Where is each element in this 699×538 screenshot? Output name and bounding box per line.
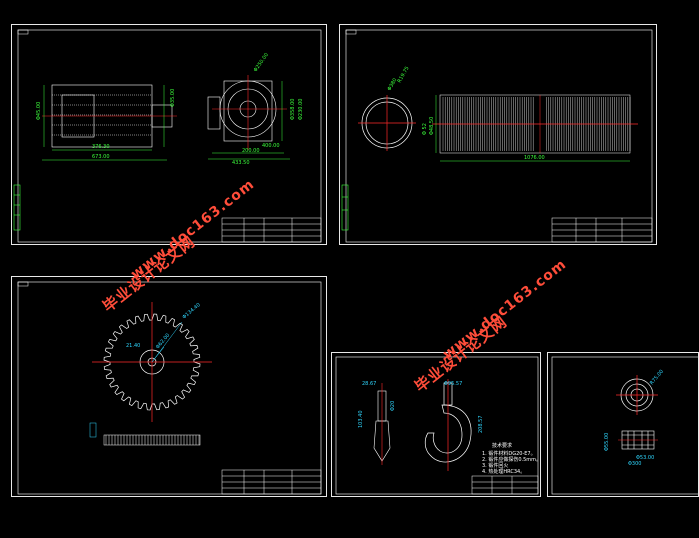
motor-dim-flange: Φ250.00 bbox=[253, 52, 270, 73]
gear-title-block bbox=[221, 469, 322, 495]
sheet-pulley: R75.00 Φ55.00 Φ53.00 Φ300 bbox=[547, 352, 699, 497]
gear-dim-outer: Φ134.40 bbox=[181, 302, 201, 320]
pulley-drawing: R75.00 Φ55.00 Φ53.00 Φ300 bbox=[551, 356, 699, 495]
hook-dim-length: 103.40 bbox=[358, 411, 364, 429]
drum-dim-length: 1076.00 bbox=[524, 155, 545, 161]
hook-dim-throat: Φ95.57 bbox=[444, 381, 462, 387]
motor-side-dims bbox=[42, 85, 167, 161]
motor-side-view bbox=[42, 84, 177, 148]
drum-dim-bore: Φ 52 bbox=[422, 123, 428, 135]
motor-drawing: 376.30 673.00 Φ45.00 Φ35.00 Φ250.00 Φ358… bbox=[13, 29, 322, 243]
watermark-url-2: www.doc163.com bbox=[440, 256, 570, 363]
motor-title-block bbox=[221, 217, 322, 243]
pulley-dim-width: Φ55.00 bbox=[604, 433, 610, 451]
hook-note-4: 4. 热处理HRC34。 bbox=[482, 469, 526, 475]
motor-dim-overall: 433.50 bbox=[232, 160, 250, 166]
hook-note-3: 3. 锻件回火 bbox=[482, 463, 509, 469]
hook-title-block bbox=[471, 475, 539, 495]
drum-dim-dia: Φ48.50 bbox=[429, 117, 435, 135]
hook-note-2: 2. 锻件应做探伤0.5mm。 bbox=[482, 457, 542, 463]
motor-dim-height: Φ45.00 bbox=[36, 102, 42, 120]
motor-dim-base: 200.00 bbox=[242, 148, 260, 154]
motor-dim-inner: Φ230.00 bbox=[298, 99, 304, 120]
sheet-motor: 376.30 673.00 Φ45.00 Φ35.00 Φ250.00 Φ358… bbox=[11, 24, 327, 245]
motor-dim-feet: 400.00 bbox=[262, 143, 280, 149]
motor-dim-length: 376.30 bbox=[92, 144, 110, 150]
drum-dim-radius: R19.75 bbox=[397, 66, 411, 84]
pulley-dim-dia: Φ300 bbox=[628, 461, 641, 467]
motor-dim-width: Φ358.00 bbox=[290, 99, 296, 120]
motor-end-view bbox=[207, 75, 287, 150]
sheet-hook: 28.67 103.40 Φ20 Φ95.57 208.57 技术要求 1. 锻… bbox=[331, 352, 541, 497]
hook-dim-height: 208.57 bbox=[478, 416, 484, 434]
motor-dim-shaft: Φ35.00 bbox=[170, 89, 176, 107]
sheet-drum: Φ380 1076.00 Φ48.50 Φ 52 R19.75 bbox=[339, 24, 657, 245]
pulley-front-view bbox=[616, 375, 658, 415]
gear-dim-bore: 21.40 bbox=[126, 343, 140, 349]
gear-drawing: 21.40 Φ62.00 Φ134.40 bbox=[17, 281, 322, 495]
hook-front-view bbox=[424, 379, 472, 471]
hook-dim-thread: Φ20 bbox=[390, 401, 396, 411]
hook-dim-shank: 28.67 bbox=[362, 381, 376, 387]
pulley-side-view bbox=[618, 430, 658, 450]
drum-dim-end: Φ380 bbox=[387, 77, 399, 92]
motor-dim-total: 673.00 bbox=[92, 154, 110, 160]
drum-drawing: Φ380 1076.00 Φ48.50 Φ 52 R19.75 bbox=[341, 29, 653, 243]
hook-drawing: 28.67 103.40 Φ20 Φ95.57 208.57 bbox=[335, 356, 539, 495]
drum-title-block bbox=[551, 217, 653, 243]
hook-notes-title: 技术要求 bbox=[492, 443, 513, 449]
drum-end-view bbox=[358, 95, 416, 151]
pulley-dim-radius: R75.00 bbox=[649, 369, 665, 386]
sheet-gear: 21.40 Φ62.00 Φ134.40 bbox=[11, 276, 327, 497]
pulley-dim-hub: Φ53.00 bbox=[636, 455, 654, 461]
hook-note-1: 1. 锻件材料DG20-E7。 bbox=[482, 451, 536, 457]
hook-side-view bbox=[373, 383, 391, 465]
gear-side-view bbox=[103, 434, 201, 446]
